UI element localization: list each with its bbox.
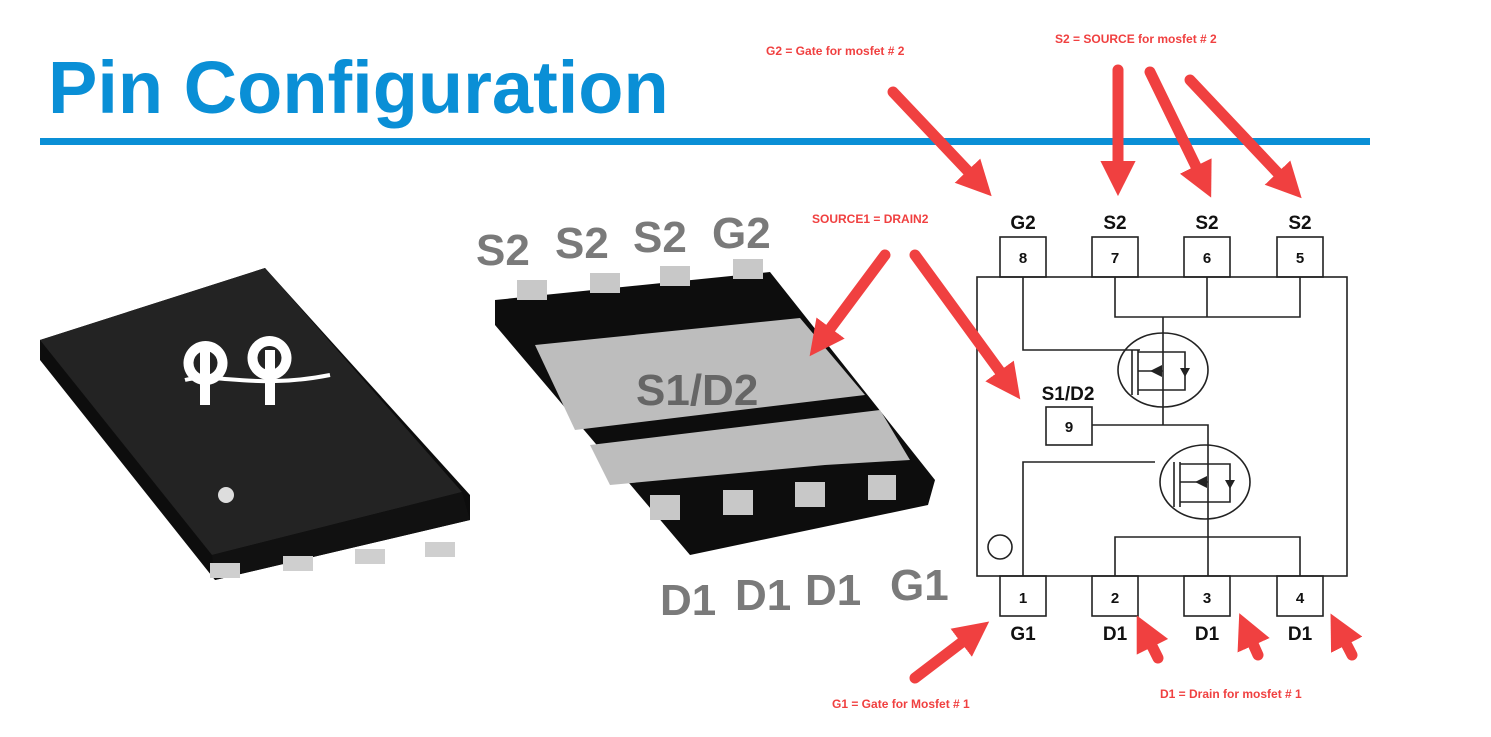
annotation-d1: D1 = Drain for mosfet # 1 [1160,687,1302,701]
pin1-marker [987,534,1013,560]
pin-name: D1 [1103,624,1128,645]
pkg-bottom-label: D1 [660,576,716,625]
pin-number: 3 [1203,590,1211,607]
pin-number: 8 [1019,250,1027,267]
pin-number: 9 [1065,419,1073,436]
pkg-bottom-label: D1 [805,566,861,615]
pin-number: 1 [1019,590,1027,607]
annotation-s1d2: SOURCE1 = DRAIN2 [812,212,929,226]
schematic: 8 7 6 5 G2 S2 S2 S2 1 2 3 4 G1 D1 D1 D1 … [976,213,1348,645]
pin-number: 7 [1111,250,1119,267]
title-underline [40,138,1370,145]
top-pins: 8 7 6 5 G2 S2 S2 S2 [999,213,1324,278]
pin-name: S2 [1288,213,1311,234]
pkg-bottom-label: G1 [890,561,949,610]
pin-name: G2 [1010,213,1035,234]
page-title: Pin Configuration [48,46,669,129]
annotation-arrows [809,64,1363,684]
drain-pad [590,410,910,485]
logo-icon [183,336,331,405]
pkg-bottom-label: D1 [735,571,791,620]
pin-name: D1 [1195,624,1220,645]
pin-number: 4 [1296,590,1305,607]
pin-number: 5 [1296,250,1304,267]
pkg-top-label: S2 [555,219,609,268]
pin-name: G1 [1010,624,1036,645]
mosfet-1-symbol [1159,444,1251,520]
mosfet-2-symbol [1117,332,1209,408]
annotation-g1: G1 = Gate for Mosfet # 1 [832,697,970,711]
chip-pads [517,259,896,520]
annotation-g2: G2 = Gate for mosfet # 2 [766,44,905,58]
chip-pads [210,542,455,578]
pin-number: 2 [1111,590,1119,607]
pkg-center-label: S1/D2 [636,366,758,415]
pkg-top-label: S2 [476,226,530,275]
annotation-s2: S2 = SOURCE for mosfet # 2 [1055,32,1217,46]
pin1-dot [218,487,234,503]
pin-name: D1 [1288,624,1313,645]
pin-name: S2 [1103,213,1126,234]
pin-name: S2 [1195,213,1218,234]
pin-number: 6 [1203,250,1211,267]
chip-top-view [40,268,470,580]
pin-name: S1/D2 [1042,384,1095,405]
pkg-top-label: S2 [633,213,687,262]
pkg-top-label: G2 [712,209,771,258]
s1d2-pad [535,318,865,430]
bottom-pins: 1 2 3 4 G1 D1 D1 D1 [999,575,1324,645]
